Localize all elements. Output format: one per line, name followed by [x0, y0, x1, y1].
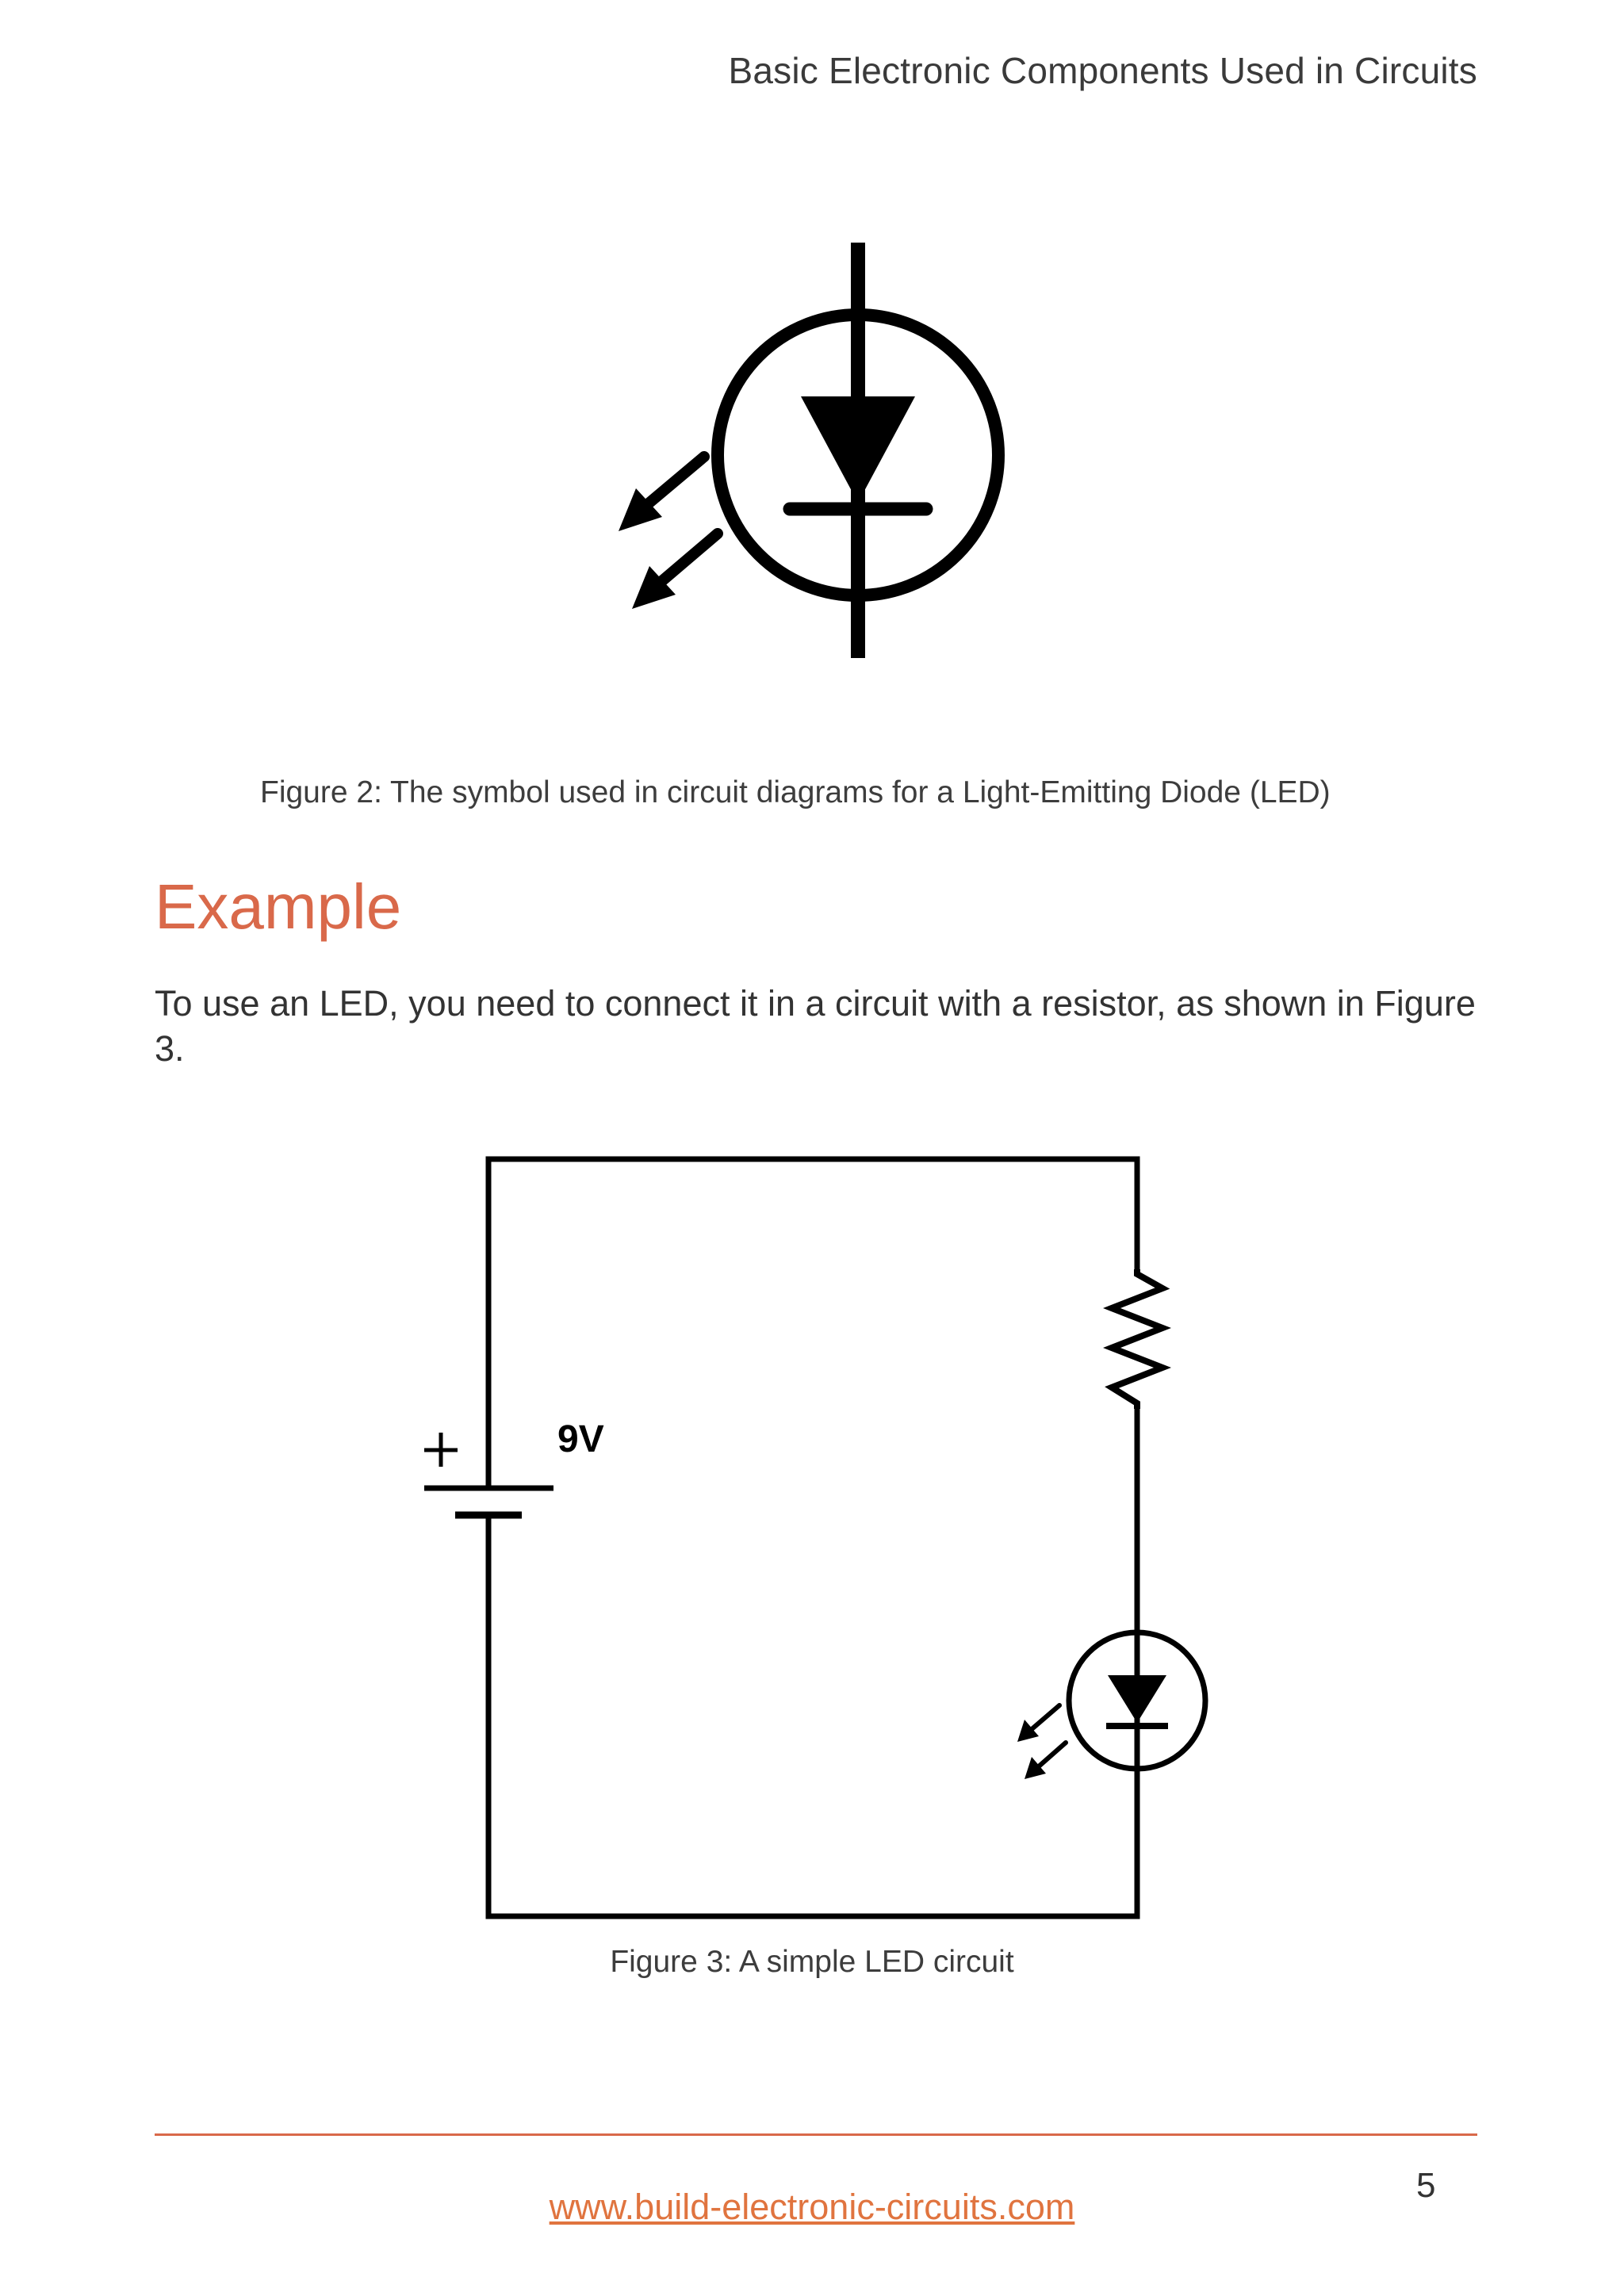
page-number: 5 [1416, 2166, 1436, 2205]
led-symbol-icon [711, 243, 1005, 658]
running-header: Basic Electronic Components Used in Circ… [728, 50, 1477, 91]
circuit-emission-arrow-icon [1017, 1703, 1068, 1779]
led-diode-triangle [801, 396, 915, 503]
body-paragraph: To use an LED, you need to connect it in… [155, 983, 1476, 1069]
footer-divider [155, 2133, 1477, 2136]
figure-2-caption: Figure 2: The symbol used in circuit dia… [260, 775, 1331, 809]
led-circuit-figure: 9V [424, 1156, 1208, 1919]
led-body-circle [711, 308, 1005, 602]
battery-voltage-label: 9V [557, 1418, 604, 1460]
resistor-icon [1103, 1269, 1171, 1409]
led-symbol-figure [619, 243, 1005, 658]
battery-icon [424, 1404, 553, 1596]
figure-3-caption: Figure 3: A simple LED circuit [610, 1945, 1014, 1979]
footer-website-link[interactable]: www.build-electronic-circuits.com [549, 2187, 1075, 2227]
circuit-led-icon [1066, 1596, 1208, 1796]
circuit-wires [485, 1156, 1140, 1919]
section-heading: Example [155, 871, 402, 942]
emission-arrow-icon [619, 451, 723, 609]
